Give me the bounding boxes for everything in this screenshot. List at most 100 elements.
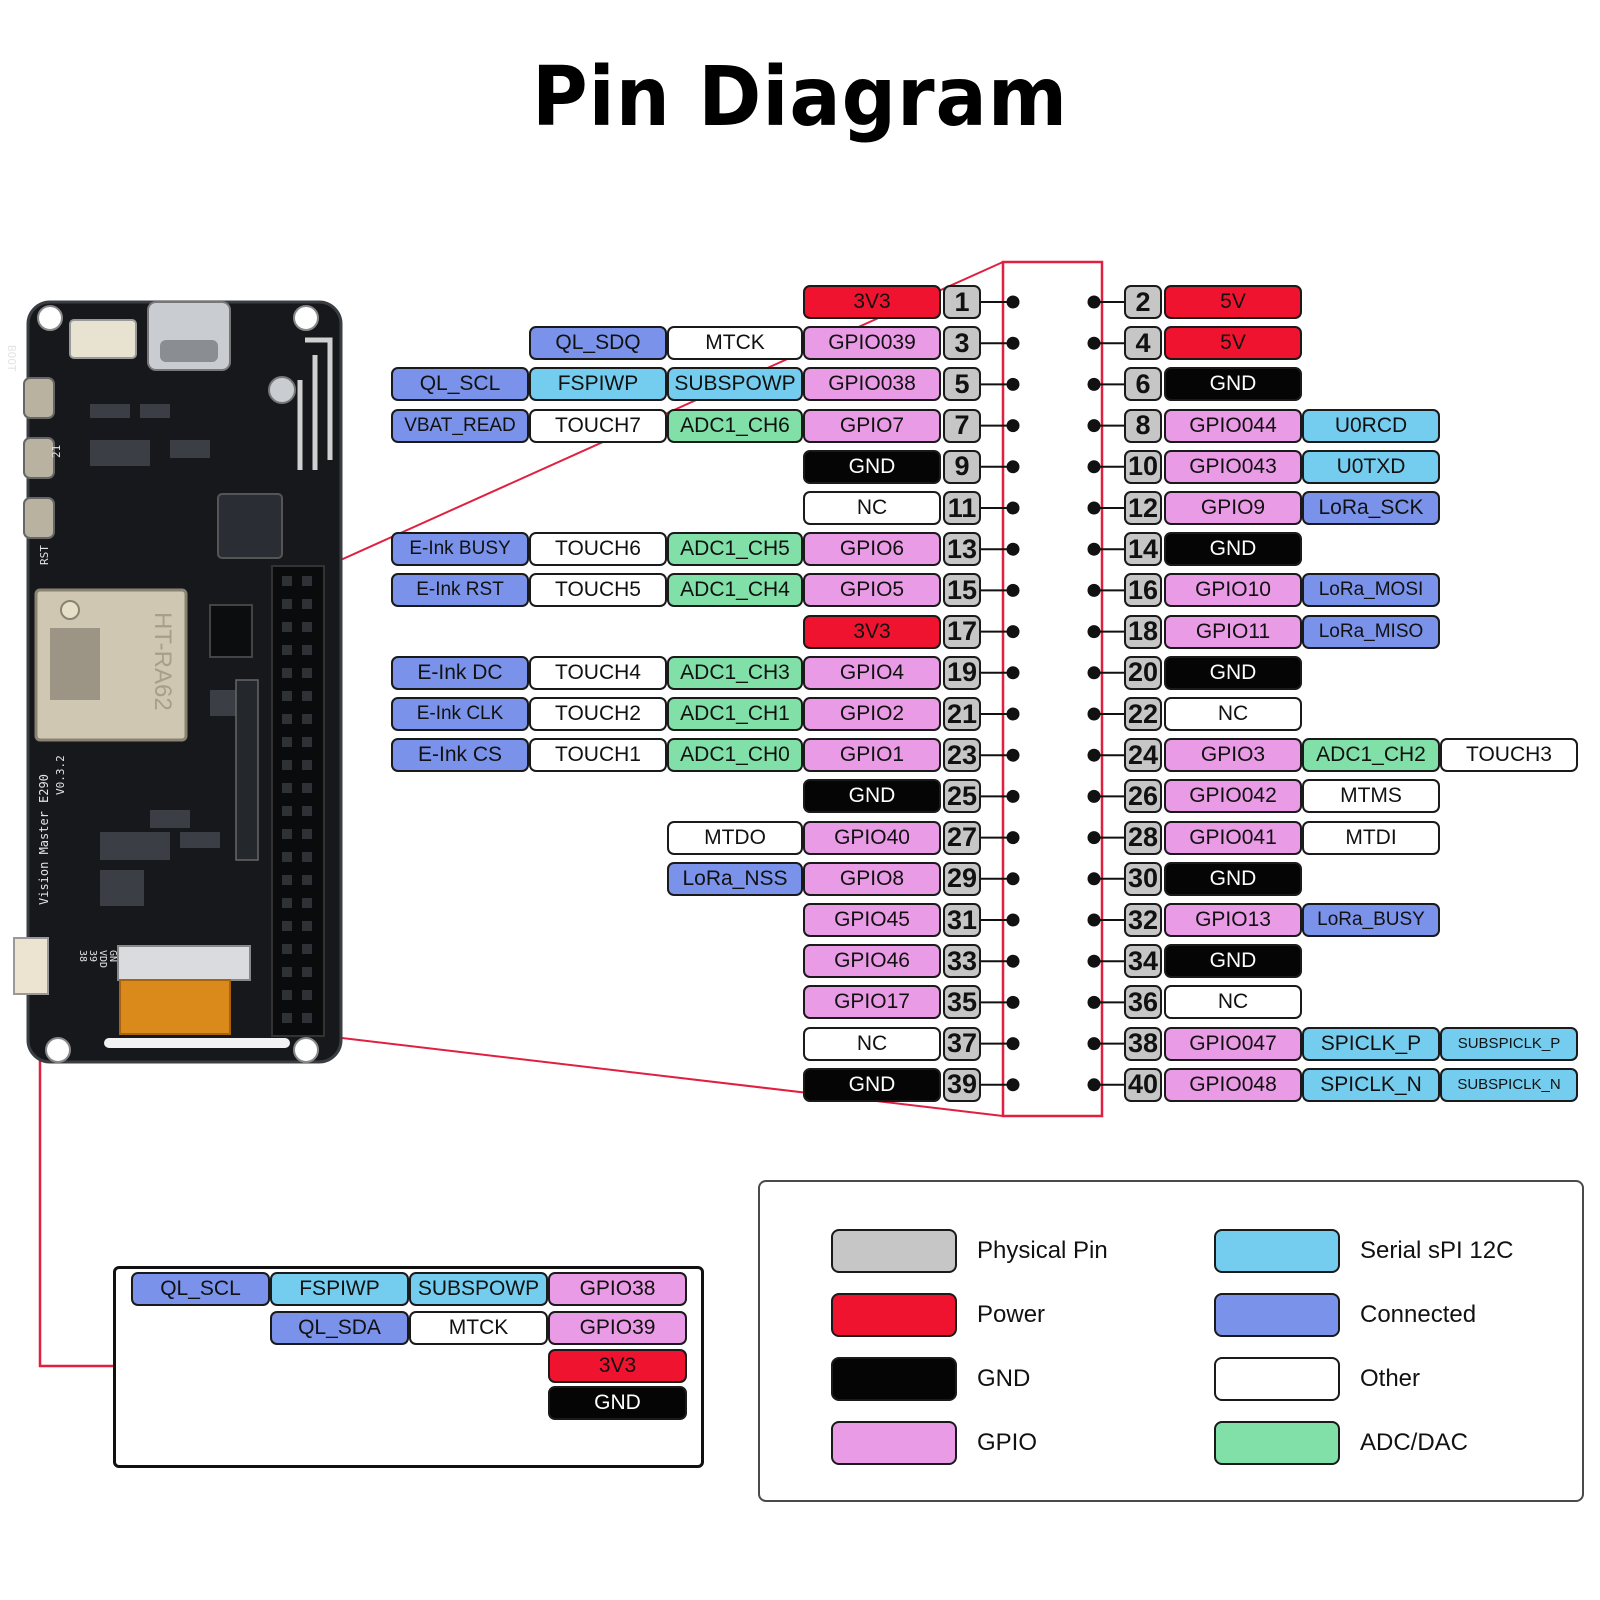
legend-label-other: Other (1360, 1365, 1421, 1392)
pin-dot (1006, 666, 1020, 680)
pin-dot (1006, 707, 1020, 721)
pin-number-27: 27 (943, 820, 981, 855)
label-adc1-ch4: ADC1_CH4 (667, 573, 803, 608)
pin-number-12: 12 (1124, 491, 1162, 525)
pin-dot (1087, 625, 1101, 639)
legend-swatch-connected (1214, 1293, 1340, 1337)
legend-swatch-gpio (831, 1421, 957, 1465)
label-gpio5: GPIO5 (803, 573, 941, 608)
label-gnd: GND (803, 449, 941, 484)
label-gnd: GND (1164, 367, 1302, 402)
legend (758, 1180, 1584, 1502)
pin-dot (1006, 913, 1020, 927)
legend-swatch-adc (1214, 1421, 1340, 1465)
pin-number-4: 4 (1124, 326, 1162, 361)
label-gpio38: GPIO38 (548, 1272, 687, 1306)
pin-number-15: 15 (943, 573, 981, 608)
label-lora-mosi: LoRa_MOSI (1302, 573, 1440, 608)
label-ql-sda: QL_SDA (270, 1311, 409, 1345)
pin-number-30: 30 (1124, 861, 1162, 896)
label-touch4: TOUCH4 (529, 655, 667, 690)
pin-dot (1006, 1037, 1020, 1051)
label-u0txd: U0TXD (1302, 449, 1440, 484)
pin-number-1: 1 (943, 285, 981, 319)
label-gpio039: GPIO039 (803, 326, 941, 361)
pin-dot (1087, 707, 1101, 721)
label-gpio044: GPIO044 (1164, 408, 1302, 443)
label-gpio46: GPIO46 (803, 944, 941, 979)
pin-number-18: 18 (1124, 614, 1162, 649)
pin-number-20: 20 (1124, 655, 1162, 690)
label-gpio2: GPIO2 (803, 697, 941, 731)
pin-dot (1087, 542, 1101, 556)
pin-number-2: 2 (1124, 285, 1162, 319)
pin-dot (1087, 995, 1101, 1009)
label-gpio1: GPIO1 (803, 738, 941, 773)
pin-dot (1006, 336, 1020, 350)
label-vbat-read: VBAT_READ (391, 408, 529, 443)
legend-label-power: Power (977, 1301, 1046, 1328)
inset-link-line (38, 978, 113, 1368)
legend-label-gpio: GPIO (977, 1429, 1038, 1456)
label-nc: NC (1164, 985, 1302, 1020)
pin-dot (1087, 1078, 1101, 1092)
label-gnd: GND (1164, 655, 1302, 690)
legend-label-serial: Serial sPI 12C (1360, 1237, 1514, 1264)
label-lora-sck: LoRa_SCK (1302, 491, 1440, 525)
label-gpio40: GPIO40 (803, 820, 941, 855)
zoom-line-bottom (324, 1035, 1004, 1117)
legend-label-physical: Physical Pin (977, 1237, 1108, 1264)
label-e-ink-clk: E-Ink CLK (391, 697, 529, 731)
label-gpio4: GPIO4 (803, 655, 941, 690)
page-title: Pin Diagram (531, 48, 1069, 145)
label-touch7: TOUCH7 (529, 408, 667, 443)
label-lora-busy: LoRa_BUSY (1302, 903, 1440, 937)
pin-number-36: 36 (1124, 985, 1162, 1020)
label-adc1-ch5: ADC1_CH5 (667, 532, 803, 567)
pin-number-11: 11 (943, 491, 981, 525)
board-header-outline (270, 560, 328, 1038)
pin-dot (1087, 954, 1101, 968)
label-ql-scl: QL_SCL (131, 1272, 270, 1306)
label-u0rcd: U0RCD (1302, 408, 1440, 443)
label-adc1-ch1: ADC1_CH1 (667, 697, 803, 731)
pin-dot (1087, 913, 1101, 927)
label-touch2: TOUCH2 (529, 697, 667, 731)
label-mtdo: MTDO (667, 820, 803, 855)
label-touch5: TOUCH5 (529, 573, 667, 608)
legend-label-adc: ADC/DAC (1360, 1429, 1469, 1456)
label-gpio042: GPIO042 (1164, 779, 1302, 814)
pin-number-34: 34 (1124, 944, 1162, 979)
label-mtms: MTMS (1302, 779, 1440, 814)
label-ql-sdq: QL_SDQ (529, 326, 667, 361)
label-gpio3: GPIO3 (1164, 738, 1302, 773)
pin-dot (1087, 295, 1101, 309)
pin-number-22: 22 (1124, 697, 1162, 731)
label-gpio041: GPIO041 (1164, 820, 1302, 855)
pin-dot (1087, 1037, 1101, 1051)
pin-number-25: 25 (943, 779, 981, 814)
pin-dot (1087, 666, 1101, 680)
pin-dot (1087, 748, 1101, 762)
legend-swatch-serial (1214, 1229, 1340, 1273)
label-e-ink-rst: E-Ink RST (391, 573, 529, 608)
label-subspowp: SUBSPOWP (409, 1272, 548, 1306)
label-gnd: GND (1164, 861, 1302, 896)
pin-dot (1087, 336, 1101, 350)
label-5v: 5V (1164, 285, 1302, 319)
label-gpio043: GPIO043 (1164, 449, 1302, 484)
pin-number-16: 16 (1124, 573, 1162, 608)
pin-number-38: 38 (1124, 1026, 1162, 1061)
pin-dot (1006, 789, 1020, 803)
side-connector-inset (113, 1266, 704, 1468)
pin-number-14: 14 (1124, 532, 1162, 567)
label-gnd: GND (1164, 944, 1302, 979)
pin-dot (1006, 583, 1020, 597)
pin-dot (1087, 872, 1101, 886)
pin-dot (1006, 748, 1020, 762)
pin-dot (1006, 625, 1020, 639)
label-gpio8: GPIO8 (803, 861, 941, 896)
pin-dot (1006, 419, 1020, 433)
pin-number-6: 6 (1124, 367, 1162, 402)
label-gnd: GND (548, 1386, 687, 1420)
